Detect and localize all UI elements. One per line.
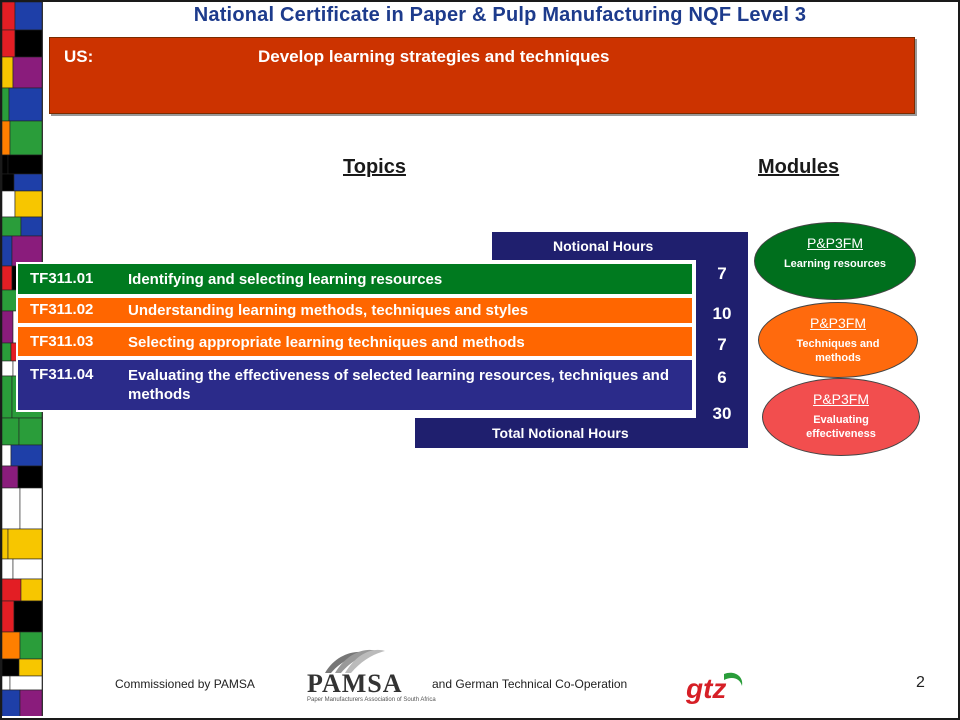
module-description: Learning resources: [783, 258, 887, 270]
modules-heading: Modules: [758, 156, 840, 178]
topic-code: TF311.03: [30, 333, 94, 350]
footer-cooperation: and German Technical Co-Operation: [432, 677, 628, 691]
module-link-learning-resources[interactable]: P&P3FM Learning resources: [754, 222, 916, 300]
topics-heading: Topics: [343, 156, 406, 178]
page-title: National Certificate in Paper & Pulp Man…: [193, 4, 807, 26]
unit-standard-banner: US: Develop learning strategies and tech…: [49, 37, 915, 114]
notional-hours-column: [696, 232, 748, 448]
topic-text: Selecting appropriate learning technique…: [128, 334, 525, 351]
topic-text: Evaluating the effectiveness of selected…: [128, 367, 670, 403]
topic-code: TF311.04: [30, 366, 94, 383]
module-code[interactable]: P&P3FM: [809, 315, 866, 331]
pamsa-logo-subtitle: Paper Manufacturers Association of South…: [307, 697, 436, 703]
gtz-logo-icon: gtz: [684, 668, 748, 708]
pamsa-logo-icon: PAMSA Paper Manufacturers Association of…: [305, 645, 436, 707]
topic-row-3: TF311.03 Selecting appropriate learning …: [16, 325, 694, 358]
topic-hours-1: 7: [717, 264, 727, 283]
module-link-evaluating-effectiveness[interactable]: P&P3FM Evaluating effectiveness: [762, 378, 920, 456]
unit-standard-label: US:: [64, 47, 94, 66]
module-link-techniques-methods[interactable]: P&P3FM Techniques and methods: [758, 302, 918, 378]
module-code[interactable]: P&P3FM: [806, 235, 863, 251]
topic-hours-2: 10: [712, 304, 732, 323]
pamsa-logo-text: PAMSA: [307, 669, 403, 698]
module-code[interactable]: P&P3FM: [812, 391, 869, 407]
topic-row-4: TF311.04 Evaluating the effectiveness of…: [16, 358, 694, 412]
footer-commissioned: Commissioned by PAMSA: [115, 677, 255, 691]
topic-row-1: TF311.01 Identifying and selecting learn…: [16, 262, 694, 296]
topic-text: Identifying and selecting learning resou…: [128, 271, 443, 288]
topic-row-2: TF311.02 Understanding learning methods,…: [16, 296, 694, 325]
total-notional-hours-panel: [415, 418, 748, 448]
topic-code: TF311.01: [30, 270, 94, 287]
topic-hours-3: 7: [717, 335, 727, 354]
gtz-logo-text: gtz: [685, 673, 726, 704]
notional-hours-label: Notional Hours: [553, 238, 654, 254]
topic-text: Understanding learning methods, techniqu…: [128, 302, 529, 319]
page-number: 2: [916, 674, 925, 691]
total-hours-value: 30: [712, 404, 732, 423]
module-description: Techniques and methods: [796, 338, 880, 364]
unit-standard-title: Develop learning strategies and techniqu…: [258, 47, 610, 66]
topic-hours-4: 6: [717, 368, 727, 387]
module-description: Evaluating effectiveness: [806, 414, 876, 440]
total-notional-hours-label: Total Notional Hours: [492, 425, 629, 441]
topic-code: TF311.02: [30, 301, 94, 318]
